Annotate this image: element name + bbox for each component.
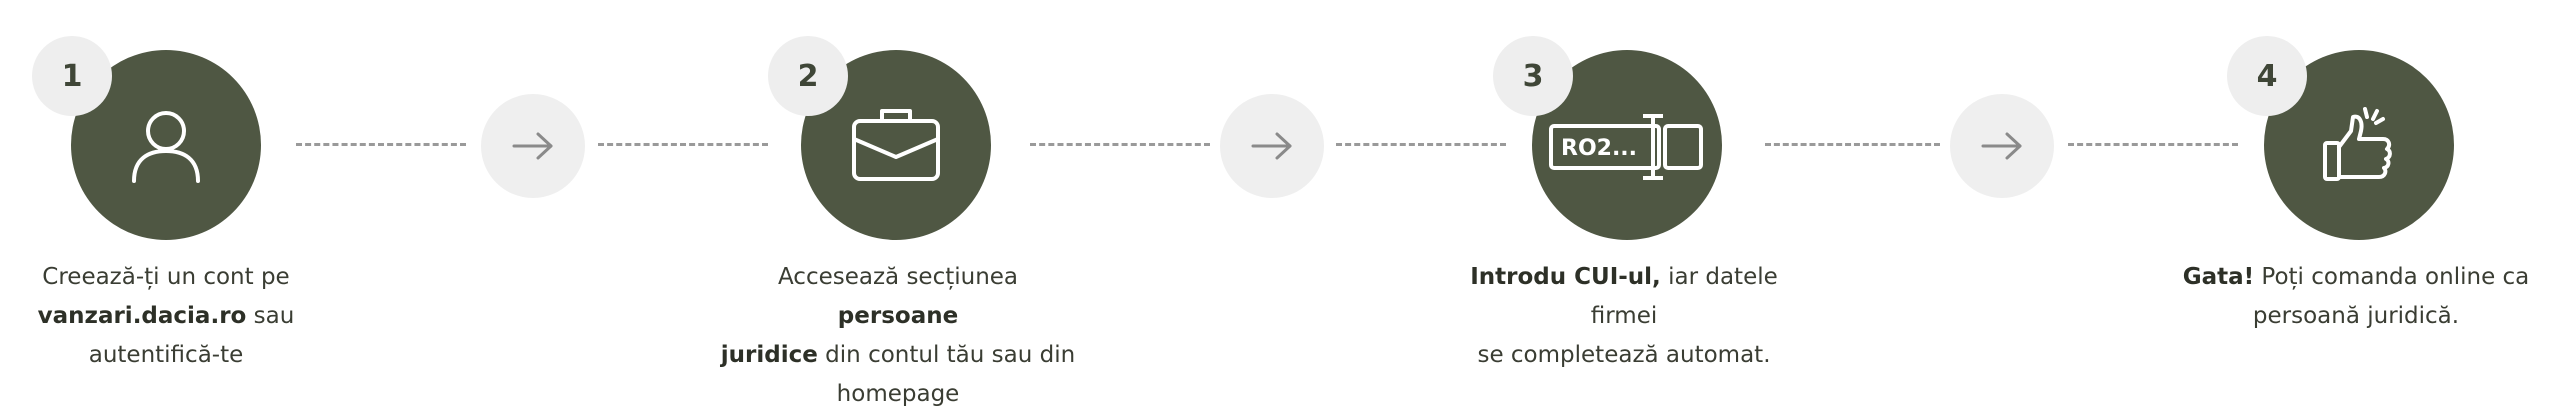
step-1-caption: Creează-ți un cont pe vanzari.dacia.ro s… <box>37 264 295 368</box>
step-3: RO2... 3 Introdu CUI-ul, iar datele firm… <box>1440 0 1800 400</box>
step-4-caption: Gata! Poți comanda online ca persoană ju… <box>2182 264 2530 329</box>
step-4: 4 Gata! Poți comanda online ca persoană … <box>2160 0 2529 400</box>
connector-arrow <box>481 94 585 198</box>
connector-arrow <box>1950 94 2054 198</box>
step-2-caption: Accesează secțiunea persoane juridice di… <box>720 264 1076 407</box>
connector-dash <box>296 143 466 146</box>
connector-arrow <box>1220 94 1324 198</box>
step-4-number: 4 <box>2227 36 2307 116</box>
briefcase-icon <box>850 105 942 185</box>
thumbs-up-icon <box>2319 105 2399 185</box>
user-icon <box>124 103 208 187</box>
arrow-right-icon <box>1250 131 1294 161</box>
connector-dash <box>1030 143 1210 146</box>
step-1-number: 1 <box>32 36 112 116</box>
step-2-number: 2 <box>768 36 848 116</box>
step-3-caption: Introdu CUI-ul, iar datele firmei se com… <box>1470 264 1778 368</box>
connector-dash <box>1336 143 1506 146</box>
connector-dash <box>1765 143 1940 146</box>
arrow-right-icon <box>1980 131 2024 161</box>
id-field-text: RO2... <box>1561 136 1637 161</box>
arrow-right-icon <box>511 131 555 161</box>
id-field-icon: RO2... <box>1547 110 1707 180</box>
step-1: 1 Creează-ți un cont pe vanzari.dacia.ro… <box>0 0 360 400</box>
connector-dash <box>598 143 768 146</box>
step-3-number: 3 <box>1493 36 1573 116</box>
connector-dash <box>2068 143 2238 146</box>
step-2: 2 Accesează secțiunea persoane juridice … <box>720 0 1080 407</box>
